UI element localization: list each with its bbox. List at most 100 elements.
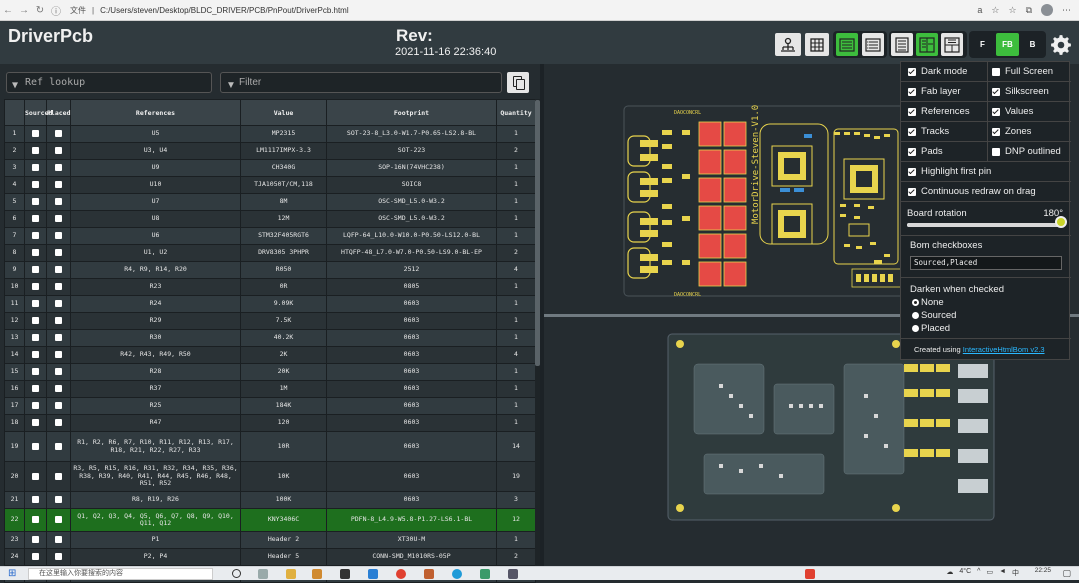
notification-icon[interactable]: ▢ [1062,568,1071,578]
silkscreen-checkbox[interactable] [992,87,1000,96]
filter-input[interactable]: ▼ Filter [220,72,502,93]
translate-icon[interactable]: a [977,5,983,15]
placed-checkbox[interactable] [55,368,62,375]
sourced-checkbox[interactable] [32,553,39,560]
placed-checkbox[interactable] [55,496,62,503]
layout-bom-left-button[interactable] [836,33,858,56]
placed-checkbox[interactable] [55,516,62,523]
placed-checkbox[interactable] [55,283,62,290]
sourced-checkbox[interactable] [32,266,39,273]
full-screen-checkbox[interactable] [992,67,1000,76]
highlight-first-pin-toggle[interactable]: Highlight first pin [908,166,991,177]
placed-checkbox[interactable] [55,385,62,392]
placed-checkbox[interactable] [55,334,62,341]
placed-checkbox[interactable] [55,553,62,560]
info-icon[interactable]: ⓘ [51,6,61,18]
sourced-checkbox[interactable] [32,402,39,409]
app-icon[interactable] [312,569,322,579]
placed-checkbox[interactable] [55,536,62,543]
back-side-button[interactable]: B [1021,33,1044,56]
values-toggle[interactable]: Values [992,106,1033,117]
taskbar-clock[interactable]: 22:25 [1034,567,1051,574]
ime-label[interactable]: 中 [1012,570,1019,577]
bom-top-drawings-bottom-button[interactable] [941,33,963,56]
sourced-checkbox[interactable] [32,198,39,205]
reload-icon[interactable]: ↻ [35,4,45,16]
highlight-first-pin-checkbox[interactable] [908,167,916,176]
sourced-checkbox[interactable] [32,516,39,523]
both-sides-button[interactable]: FB [996,33,1019,56]
back-board[interactable] [667,333,995,521]
app-icon[interactable] [424,569,434,579]
references-checkbox[interactable] [908,107,916,116]
col-value[interactable]: Value [240,99,327,126]
zones-toggle[interactable]: Zones [992,126,1031,137]
sourced-checkbox[interactable] [32,181,39,188]
pads-checkbox[interactable] [908,147,916,156]
profile-avatar[interactable] [1041,4,1053,16]
sourced-checkbox[interactable] [32,300,39,307]
weather-icon[interactable]: ☁ [946,569,954,576]
full-screen-toggle[interactable]: Full Screen [992,66,1053,77]
placed-checkbox[interactable] [55,266,62,273]
dark-mode-toggle[interactable]: Dark mode [908,66,967,77]
collections-icon[interactable]: ⧉ [1025,4,1032,15]
app-icon[interactable] [368,569,378,579]
bom-by-group-button[interactable] [775,33,801,56]
col-placed[interactable]: Placed [46,99,71,126]
sourced-checkbox[interactable] [32,536,39,543]
tray-chevron-icon[interactable]: ^ [977,568,981,575]
tracks-checkbox[interactable] [908,127,916,136]
pads-toggle[interactable]: Pads [908,146,943,157]
placed-checkbox[interactable] [55,147,62,154]
settings-button[interactable] [1050,34,1072,56]
edge-icon[interactable] [452,569,462,579]
darken-none-radio[interactable] [912,299,919,306]
bom-scrollbar-thumb[interactable] [535,100,540,366]
address-bar[interactable]: C:/Users/steven/Desktop/BLDC_DRIVER/PCB/… [100,5,349,15]
sourced-checkbox[interactable] [32,419,39,426]
fab-layer-checkbox[interactable] [908,87,916,96]
placed-checkbox[interactable] [55,164,62,171]
col-quantity[interactable]: Quantity [496,99,536,126]
col-footprint[interactable]: Footprint [326,99,497,126]
sourced-checkbox[interactable] [32,130,39,137]
forward-icon[interactable]: → [19,4,29,16]
layout-bom-top-button[interactable] [862,33,884,56]
pcb-drawing[interactable]: MotorDrive-Steven-V1.0 DAOCONCRL DAOCONC… [544,64,1079,566]
ibom-link[interactable]: InteractiveHtmlBom v2.3 [962,345,1045,354]
col-sourced[interactable]: Sourced [24,99,52,126]
sourced-checkbox[interactable] [32,164,39,171]
board-rotation-slider[interactable] [907,223,1063,227]
sourced-checkbox[interactable] [32,334,39,341]
back-icon[interactable]: ← [3,4,13,16]
bookmark-star-icon[interactable]: ☆ [991,4,1000,15]
sourced-checkbox[interactable] [32,442,39,450]
sourced-checkbox[interactable] [32,215,39,222]
front-back-splitter[interactable] [544,314,1079,317]
bom-left-drawings-right-button[interactable] [916,33,938,56]
darken-none-option[interactable]: None [912,297,944,308]
windows-start-icon[interactable]: ⊞ [8,568,17,579]
sourced-checkbox[interactable] [32,147,39,154]
placed-checkbox[interactable] [55,249,62,256]
silkscreen-toggle[interactable]: Silkscreen [992,86,1049,97]
bom-only-button[interactable] [891,33,913,56]
ref-lookup-input[interactable]: ▼ Ref lookup [6,72,212,93]
volume-icon[interactable]: ◄ [999,568,1006,575]
darken-sourced-radio[interactable] [912,312,919,319]
fab-layer-toggle[interactable]: Fab layer [908,86,961,97]
